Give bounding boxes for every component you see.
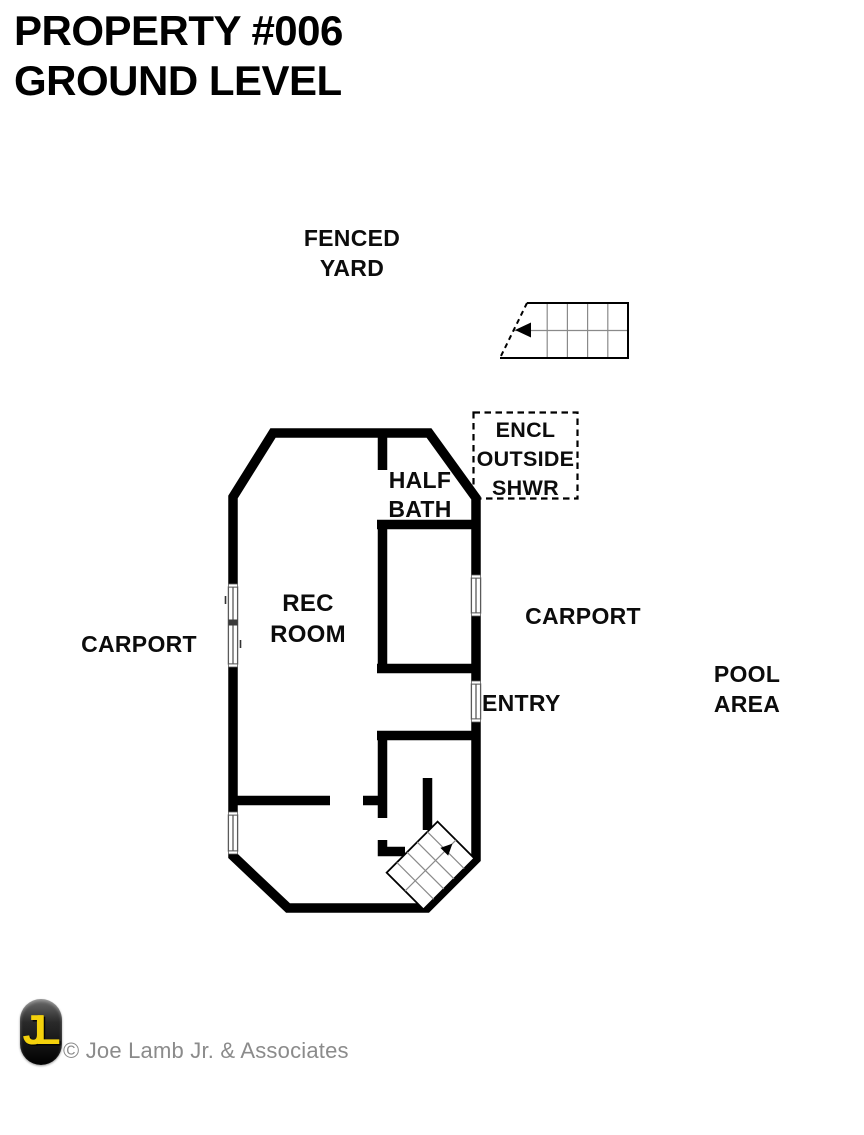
brand-logo: JL bbox=[20, 999, 62, 1065]
rec-room-line1: REC bbox=[282, 590, 334, 617]
half-bath-line1: HALF bbox=[388, 467, 452, 493]
shower-label-line1: ENCL bbox=[495, 418, 556, 442]
lower-staircase-arrow-icon bbox=[440, 843, 453, 856]
page-title: PROPERTY #006 GROUND LEVEL bbox=[14, 6, 343, 107]
window-right bbox=[470, 574, 482, 617]
shower-label-line2: OUTSIDE bbox=[476, 447, 575, 472]
lower-staircase bbox=[385, 820, 476, 911]
half-bath-line2: BATH bbox=[388, 496, 452, 523]
pool-area-line1: POOL bbox=[713, 661, 781, 687]
fenced-yard-label: FENCED YARD bbox=[272, 224, 432, 284]
fenced-yard-line2: YARD bbox=[319, 254, 385, 281]
pool-area-line2: AREA bbox=[713, 690, 781, 717]
shower-label-line3: SHWR bbox=[492, 476, 559, 501]
shower-enclosure-label: ENCL OUTSIDE SHWR bbox=[473, 416, 578, 504]
upper-staircase-grid bbox=[514, 303, 628, 358]
page-title-line1: PROPERTY #006 bbox=[14, 7, 343, 54]
upper-staircase bbox=[499, 302, 629, 359]
upper-staircase-arrow-icon bbox=[515, 322, 531, 338]
entry-label: ENTRY bbox=[482, 690, 561, 716]
upper-staircase-outline bbox=[499, 302, 629, 359]
window-left-upper bbox=[224, 583, 242, 668]
lower-staircase-grid bbox=[396, 831, 465, 900]
floor-plan-walls bbox=[228, 428, 481, 913]
page-title-line2: GROUND LEVEL bbox=[14, 57, 342, 105]
copyright-text: © Joe Lamb Jr. & Associates bbox=[63, 1038, 349, 1063]
rec-room-line2: ROOM bbox=[270, 621, 346, 649]
pool-area-label: POOL AREA bbox=[702, 660, 792, 720]
half-bath-label: HALF BATH bbox=[369, 466, 471, 525]
carport-left-label: CARPORT bbox=[81, 631, 197, 657]
shower-enclosure-box bbox=[472, 411, 579, 500]
fenced-yard-line1: FENCED bbox=[303, 225, 401, 251]
logo-monogram: JL bbox=[22, 1006, 60, 1053]
openings bbox=[224, 574, 482, 855]
window-left-lower bbox=[227, 811, 239, 855]
carport-right-label: CARPORT bbox=[525, 603, 641, 629]
stair-hook-wall bbox=[377, 840, 405, 857]
rec-room-label: REC ROOM bbox=[258, 588, 358, 650]
entry-door bbox=[470, 680, 482, 723]
